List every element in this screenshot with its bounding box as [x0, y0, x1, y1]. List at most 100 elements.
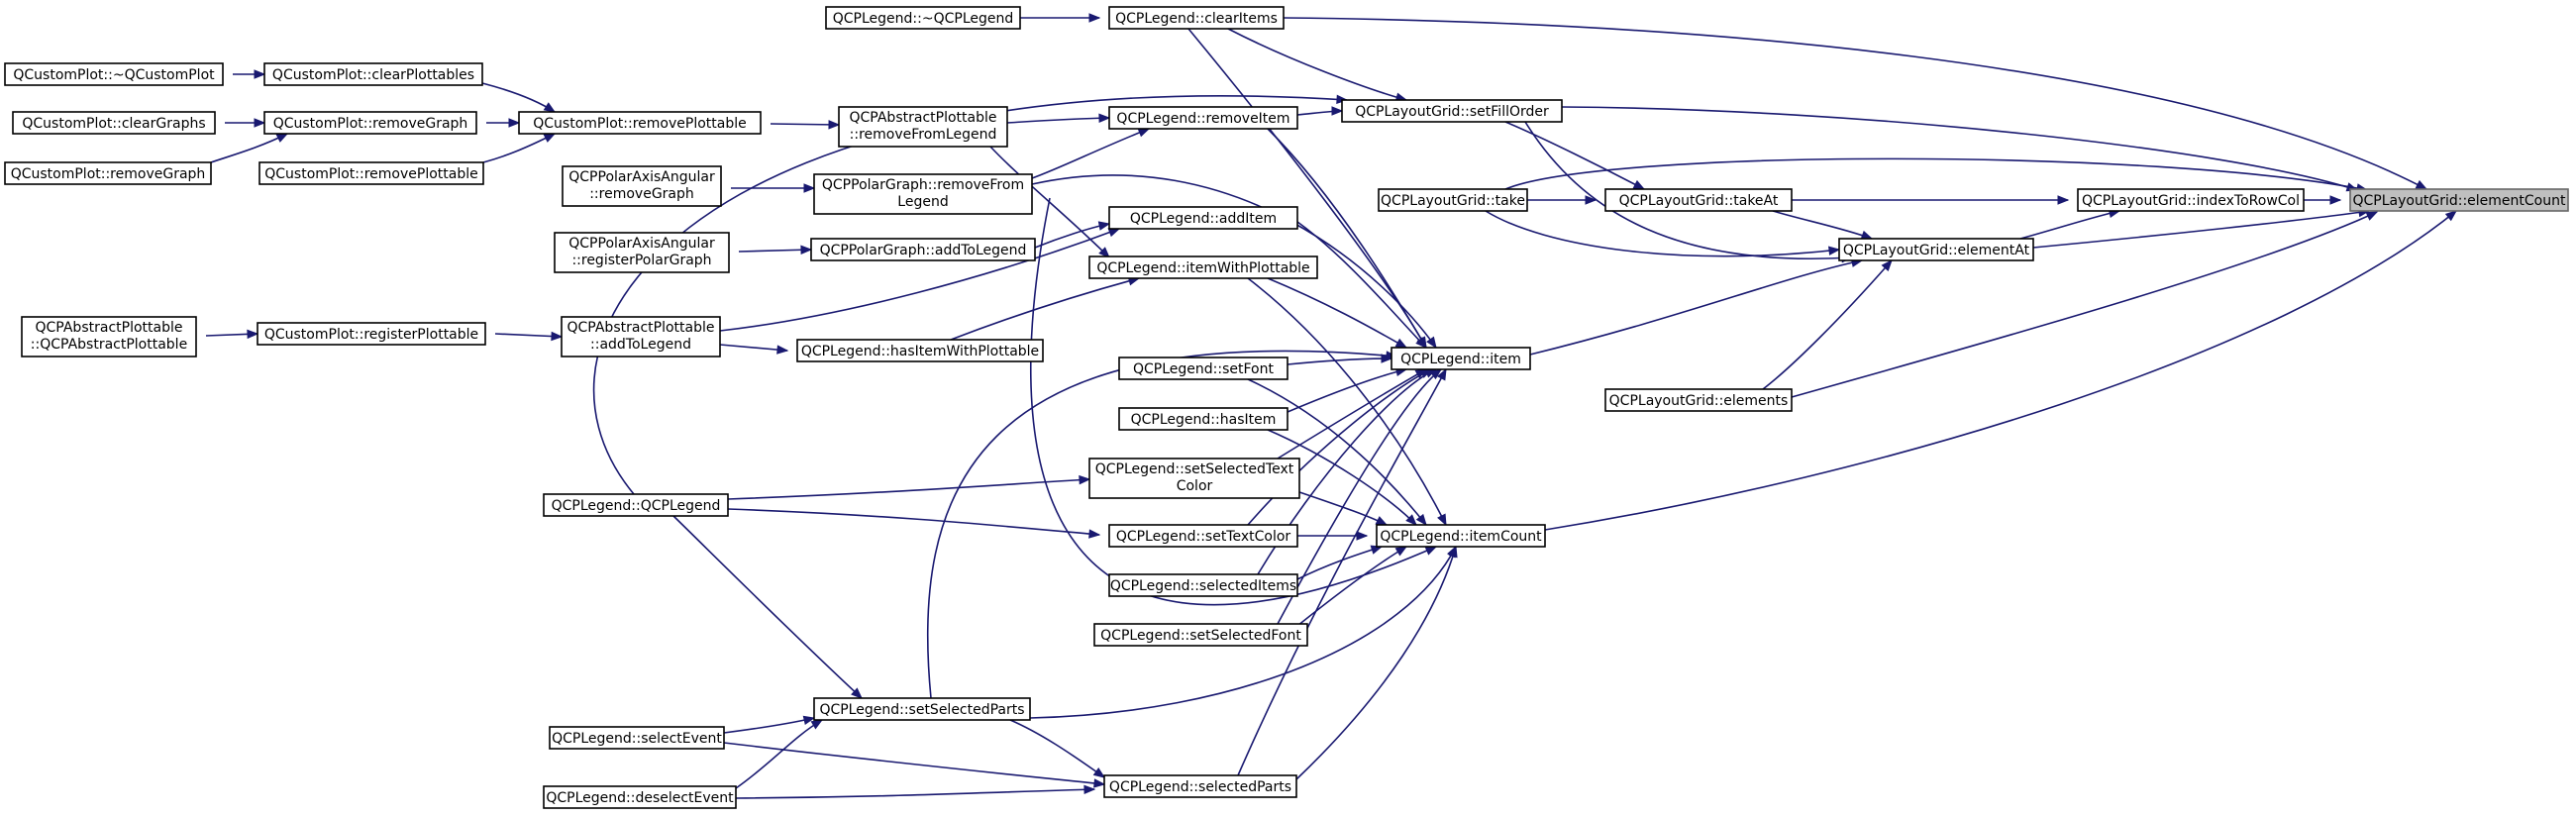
arrowhead	[851, 687, 863, 699]
node-elementCount[interactable]: QCPLayoutGrid::elementCount	[2349, 188, 2569, 212]
node-box	[12, 111, 216, 135]
node-box	[813, 697, 1031, 721]
node-deselectEvent[interactable]: QCPLegend::deselectEvent	[543, 785, 737, 809]
node-hasItemWithPlottable[interactable]: QCPLegend::hasItemWithPlottable	[796, 339, 1044, 362]
node-paaRemoveGraph[interactable]: QCPPolarAxisAngular::removeGraph	[562, 165, 722, 207]
node-clearPlottables[interactable]: QCustomPlot::clearPlottables	[263, 62, 483, 86]
node-selectedItems[interactable]: QCPLegend::selectedItems	[1108, 573, 1298, 597]
node-apRemoveFromLegend[interactable]: QCPAbstractPlottable::removeFromLegend	[838, 106, 1008, 148]
node-elementAt[interactable]: QCPLayoutGrid::elementAt	[1838, 238, 2034, 261]
node-box	[258, 161, 484, 185]
node-hasItem[interactable]: QCPLegend::hasItem	[1118, 407, 1288, 431]
node-label: QCustomPlot::removeGraph	[273, 116, 468, 132]
edge-clearPlottables-to-removePlottable	[481, 82, 556, 113]
arrowhead	[802, 715, 816, 725]
arrowhead	[254, 118, 266, 128]
node-box	[1103, 774, 1297, 798]
node-elements[interactable]: QCPLayoutGrid::elements	[1604, 388, 1793, 412]
node-dtorLegend[interactable]: QCPLegend::~QCPLegend	[825, 6, 1021, 30]
node-setFont[interactable]: QCPLegend::setFont	[1118, 357, 1288, 380]
node-label: QCPLegend::setSelectedFont	[1100, 628, 1301, 644]
node-take[interactable]: QCPLayoutGrid::take	[1378, 188, 1528, 212]
edge-setFillOrder-to-takeAt	[1504, 121, 1645, 190]
node-registerPlottable[interactable]: QCustomPlot::registerPlottable	[257, 322, 486, 346]
node-selectEvent[interactable]: QCPLegend::selectEvent	[549, 726, 725, 750]
arrowhead	[810, 719, 824, 730]
node-apAddToLegend[interactable]: QCPAbstractPlottable::addToLegend	[561, 316, 721, 357]
node-item[interactable]: QCPLegend::item	[1391, 347, 1531, 370]
arrowhead	[1356, 531, 1369, 541]
arrowhead	[275, 133, 289, 143]
edge-pgAddToLegend-to-addItem	[1034, 223, 1110, 249]
node-setSelectedParts[interactable]: QCPLegend::setSelectedParts	[813, 697, 1031, 721]
edge-hasItemWithPlottable-to-itemWithPlottable	[950, 277, 1140, 341]
edge-selectedParts-to-item	[1237, 368, 1447, 776]
node-addItem[interactable]: QCPLegend::addItem	[1108, 206, 1298, 230]
node-itemWithPlottable[interactable]: QCPLegend::itemWithPlottable	[1088, 255, 1318, 279]
edge-apAddToLegend-to-addItem	[719, 228, 1120, 332]
node-removeGraph2[interactable]: QCustomPlot::removeGraph	[4, 161, 212, 185]
node-label: QCPLegend::setSelectedText	[1095, 461, 1294, 477]
node-label: QCPLayoutGrid::elements	[1609, 393, 1789, 409]
node-takeAt[interactable]: QCPLayoutGrid::takeAt	[1604, 188, 1793, 212]
arrowhead	[1375, 516, 1389, 526]
arrowhead	[803, 183, 816, 193]
node-selectedParts[interactable]: QCPLegend::selectedParts	[1103, 774, 1297, 798]
arrowhead	[1429, 368, 1443, 380]
arrowhead	[543, 102, 557, 113]
arrowhead	[2057, 195, 2070, 205]
edge-setFont-to-itemCount	[1247, 378, 1427, 526]
node-box	[562, 165, 722, 207]
node-removeGraph[interactable]: QCustomPlot::removeGraph	[263, 111, 477, 135]
node-setSelectedFont[interactable]: QCPLegend::setSelectedFont	[1093, 623, 1308, 647]
node-dtorCustomPlot[interactable]: QCustomPlot::~QCustomPlot	[4, 62, 224, 86]
edge-ctorLegend-to-setSelectedParts	[672, 515, 863, 699]
node-label: ::QCPAbstractPlottable	[31, 337, 187, 353]
node-label: QCPLegend::itemWithPlottable	[1096, 260, 1309, 276]
edge-paaRegisterPolarGraph-to-pgAddToLegend	[738, 249, 812, 253]
node-box	[1108, 524, 1298, 548]
node-box	[838, 106, 1008, 148]
edge-deselectEvent-to-selectedParts	[735, 788, 1095, 799]
node-removePlottable[interactable]: QCustomPlot::removePlottable	[518, 111, 762, 135]
edge-clearItems-to-elementCount	[1283, 17, 2427, 190]
arrowhead	[2329, 195, 2342, 205]
node-itemCount[interactable]: QCPLegend::itemCount	[1376, 524, 1546, 548]
node-clearItems[interactable]: QCPLegend::clearItems	[1108, 6, 1285, 30]
node-box	[21, 316, 197, 357]
node-setFillOrder[interactable]: QCPLayoutGrid::setFillOrder	[1341, 99, 1563, 123]
node-label: QCustomPlot::removePlottable	[264, 166, 477, 182]
node-box	[1118, 357, 1288, 380]
node-indexToRowCol[interactable]: QCPLayoutGrid::indexToRowCol	[2077, 188, 2305, 212]
node-box	[1838, 238, 2034, 261]
node-label: QCPLayoutGrid::takeAt	[1619, 193, 1779, 209]
node-label: QCPLegend::setFont	[1133, 361, 1274, 377]
arrowhead	[800, 245, 813, 255]
arrowhead	[551, 331, 564, 342]
node-ctorLegend[interactable]: QCPLegend::QCPLegend	[543, 493, 729, 517]
edge-setSelectedParts-to-item	[926, 350, 1397, 699]
node-setTextColor[interactable]: QCPLegend::setTextColor	[1108, 524, 1298, 548]
node-box	[1604, 388, 1793, 412]
node-label: QCPLegend::removeItem	[1116, 111, 1289, 127]
edge-clearItems-to-item	[1187, 28, 1427, 349]
edge-ctorLegend-to-setSelectedTextColor	[727, 478, 1090, 500]
arrowhead	[1860, 230, 1874, 240]
node-clearGraphs[interactable]: QCustomPlot::clearGraphs	[12, 111, 216, 135]
arrowhead	[1079, 474, 1091, 485]
node-label: QCustomPlot::clearGraphs	[22, 116, 205, 132]
arrowhead	[828, 120, 841, 130]
node-box	[263, 111, 477, 135]
node-removePlottable2[interactable]: QCustomPlot::removePlottable	[258, 161, 484, 185]
arrowhead	[1426, 336, 1437, 350]
node-box	[810, 238, 1036, 261]
node-removeItem[interactable]: QCPLegend::removeItem	[1108, 106, 1298, 130]
edge-selectEvent-to-selectedParts	[723, 742, 1105, 785]
node-pgRemoveFromLegend[interactable]: QCPPolarGraph::removeFromLegend	[813, 173, 1033, 215]
node-apCtor[interactable]: QCPAbstractPlottable::QCPAbstractPlottab…	[21, 316, 197, 357]
edge-ctorLegend-to-setFillOrder	[592, 95, 1348, 495]
edges-layer	[205, 13, 2458, 799]
node-pgAddToLegend[interactable]: QCPPolarGraph::addToLegend	[810, 238, 1036, 261]
node-paaRegisterPolarGraph[interactable]: QCPPolarAxisAngular::registerPolarGraph	[554, 232, 730, 273]
